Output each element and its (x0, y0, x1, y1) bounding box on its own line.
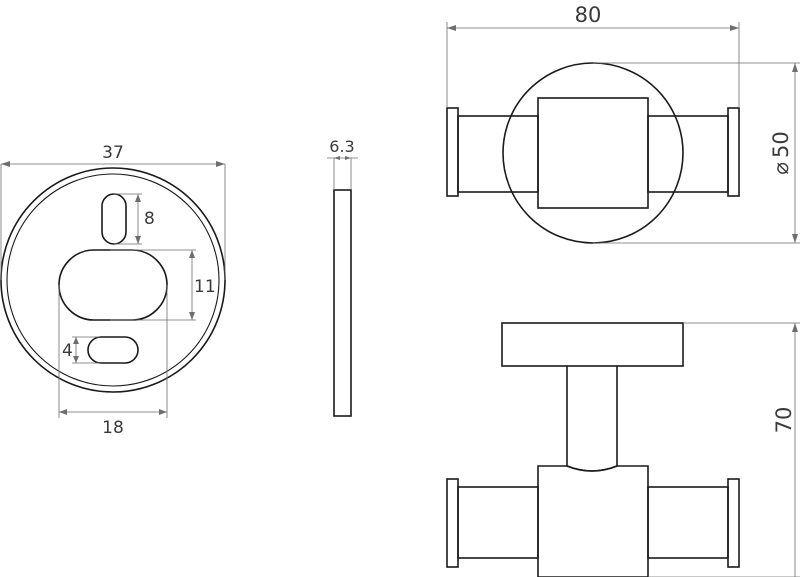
plate-side-profile (333, 189, 352, 417)
top-slot (101, 193, 127, 245)
side-left-arm (457, 486, 539, 559)
dim-label-6-3: 6.3 (329, 137, 354, 156)
side-right-end-cap (727, 478, 740, 568)
dim-label-4: 4 (62, 341, 73, 361)
diameter-symbol: ⌀ (769, 162, 793, 175)
bottom-slot (87, 336, 139, 364)
neck (566, 366, 618, 472)
side-right-arm (647, 486, 729, 559)
dimension-middle-slot: 11 (110, 249, 216, 321)
dim-label-37: 37 (102, 143, 124, 163)
dim-label-50: ⌀ 50 (769, 131, 793, 174)
dimension-plate-diameter: 37 (0, 143, 226, 280)
dimension-hook-width: 80 (446, 3, 740, 108)
dimension-hook-projection: 70 (648, 322, 800, 577)
dimension-slot-width: 18 (58, 285, 168, 438)
plate-side-view: 6.3 (327, 137, 358, 417)
plate-inner-circle (6, 173, 220, 387)
dimension-bottom-slot: 4 (62, 336, 100, 364)
hook-side-view: 70 (446, 322, 800, 577)
rosette-plate-side (501, 322, 684, 367)
right-end-cap (727, 107, 740, 197)
left-arm (457, 115, 539, 193)
hook-front-view: 80 ⌀ 50 (446, 3, 800, 244)
dim-label-18: 18 (102, 418, 124, 438)
mounting-plate-view: 37 8 11 4 (0, 143, 226, 438)
dim-value-50: 50 (769, 131, 793, 158)
rosette-circle (502, 62, 684, 244)
dimension-rosette-diameter: ⌀ 50 (593, 62, 800, 244)
middle-slot (58, 249, 168, 321)
dimension-plate-thickness: 6.3 (327, 137, 358, 190)
center-block (537, 97, 649, 209)
side-left-end-cap (446, 478, 459, 568)
plate-outer-circle (0, 167, 226, 393)
side-center-block (537, 465, 649, 577)
dim-label-8: 8 (144, 209, 155, 229)
right-arm (647, 115, 729, 193)
dim-label-70: 70 (772, 407, 796, 434)
left-end-cap (446, 107, 459, 197)
dim-label-80: 80 (575, 3, 602, 27)
dim-label-11: 11 (194, 277, 216, 297)
dimension-top-slot: 8 (114, 193, 155, 245)
